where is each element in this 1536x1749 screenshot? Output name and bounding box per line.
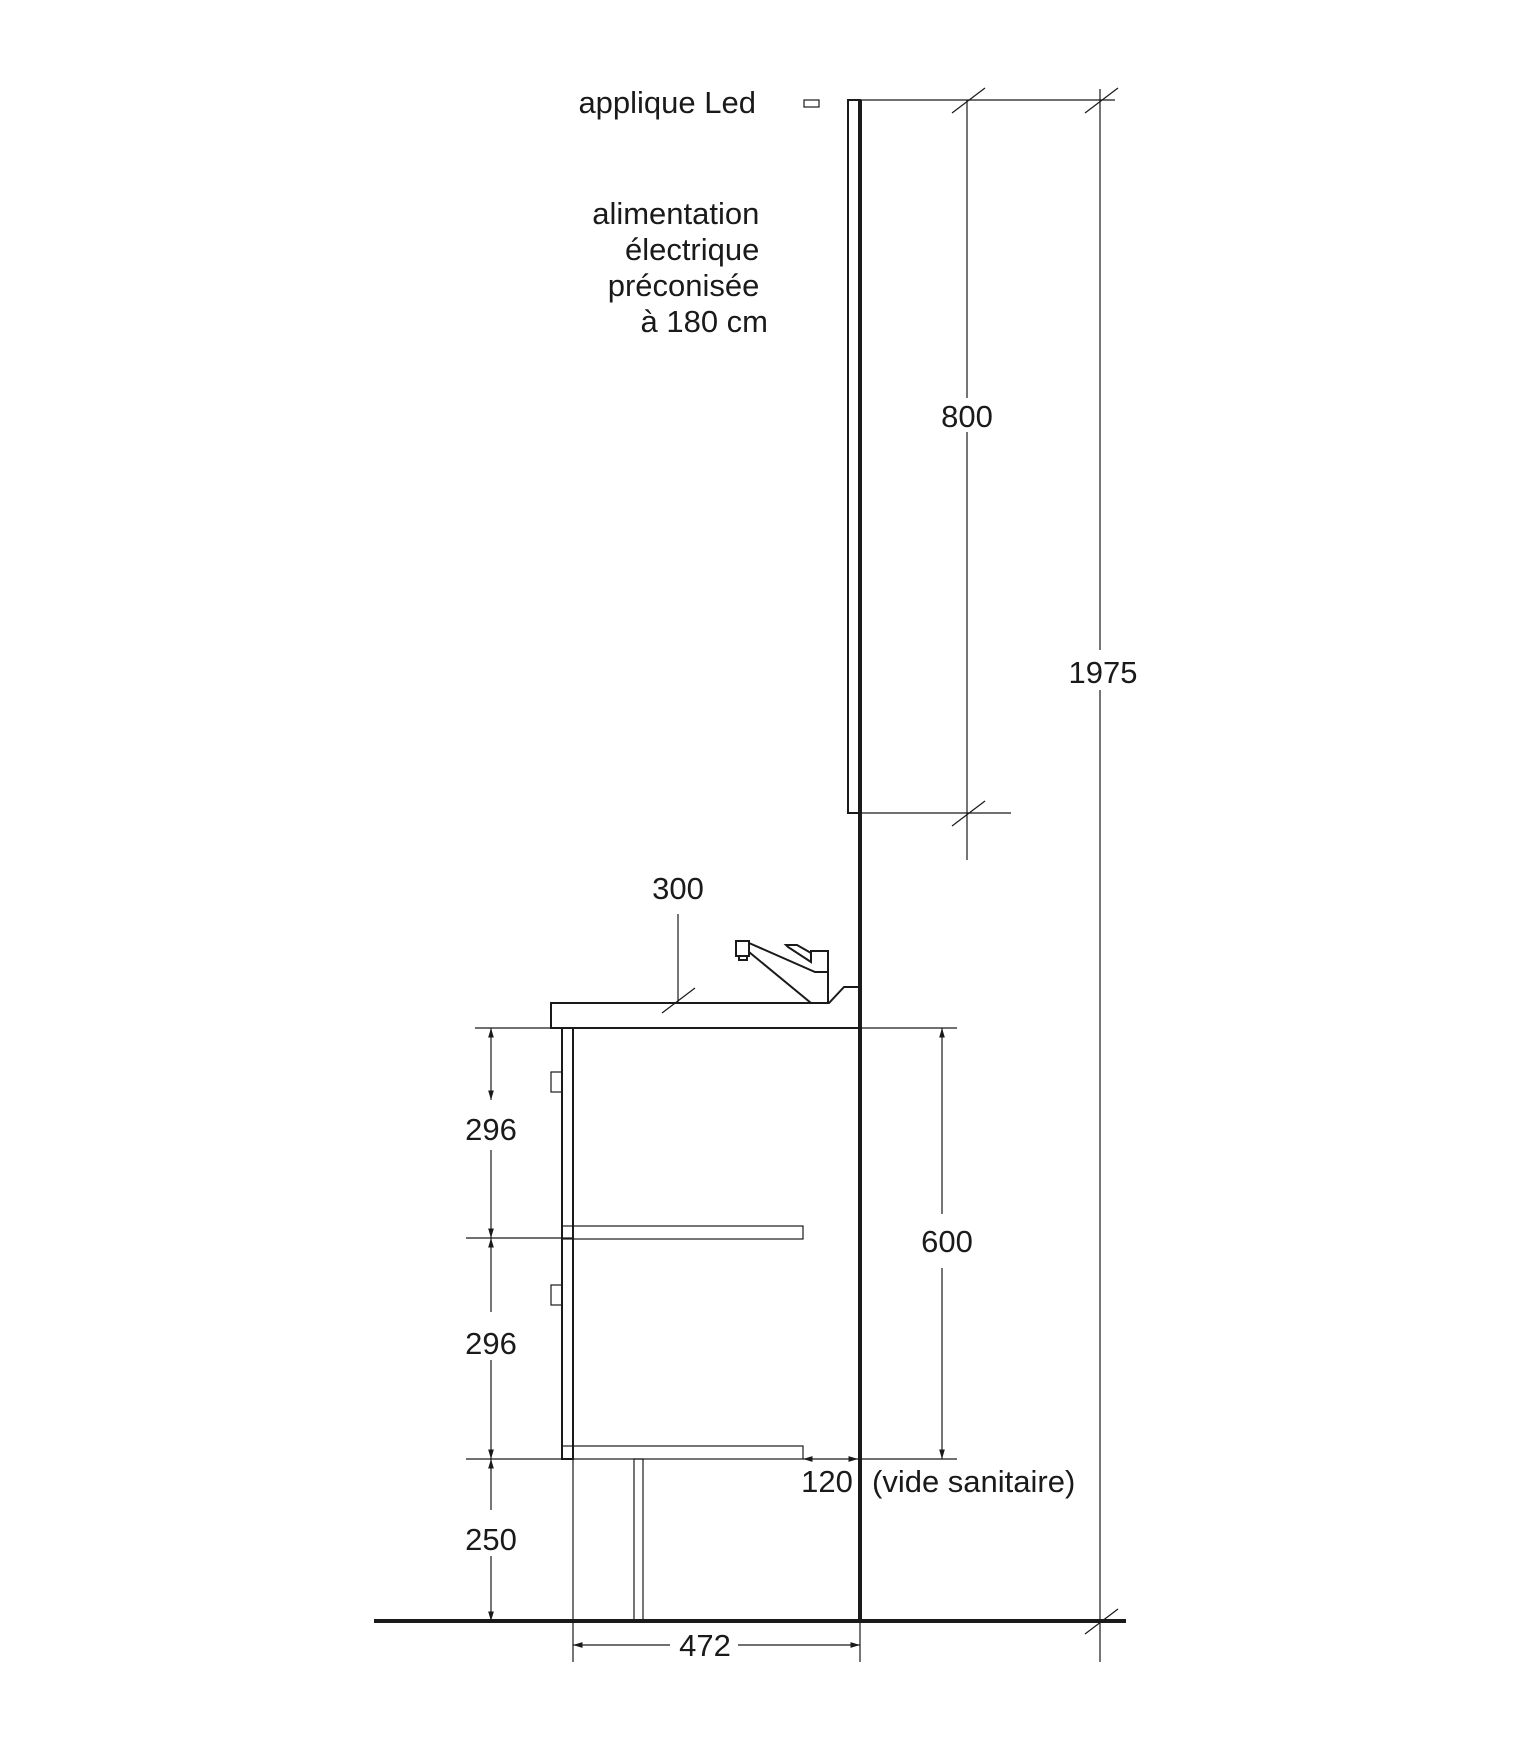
power-note: alimentation électrique préconisée à 180… <box>592 196 768 339</box>
drawer-handle-top <box>550 1071 563 1093</box>
drawer-top-label: 296 <box>465 1112 517 1147</box>
cabinet-leg <box>633 1458 644 1622</box>
countertop <box>550 986 860 1029</box>
led-label: applique Led <box>578 85 756 120</box>
dim-tick <box>661 987 696 1014</box>
leg-height-label: 250 <box>465 1522 517 1557</box>
dim-tick <box>1084 87 1119 114</box>
led-light-icon <box>803 99 820 108</box>
gap-note: (vide sanitaire) <box>872 1464 1075 1499</box>
dim-tick <box>951 87 986 114</box>
drawer-handle-bottom <box>550 1284 563 1306</box>
dim-tick <box>1084 1608 1119 1635</box>
total-depth-label: 472 <box>679 1628 731 1663</box>
faucet-icon <box>735 940 829 1004</box>
cabinet-bottom <box>561 1445 804 1460</box>
dim-tick <box>951 800 986 827</box>
cabinet-height-label: 600 <box>921 1224 973 1259</box>
mirror-height-label: 800 <box>941 399 993 434</box>
gap-label: 120 <box>801 1464 853 1499</box>
cabinet-shelf <box>561 1225 804 1240</box>
cabinet-front-panel <box>561 1027 574 1460</box>
mirror <box>847 99 861 814</box>
drawer-bottom-label: 296 <box>465 1326 517 1361</box>
basin-depth-label: 300 <box>652 871 704 906</box>
total-height-label: 1975 <box>1069 655 1138 690</box>
